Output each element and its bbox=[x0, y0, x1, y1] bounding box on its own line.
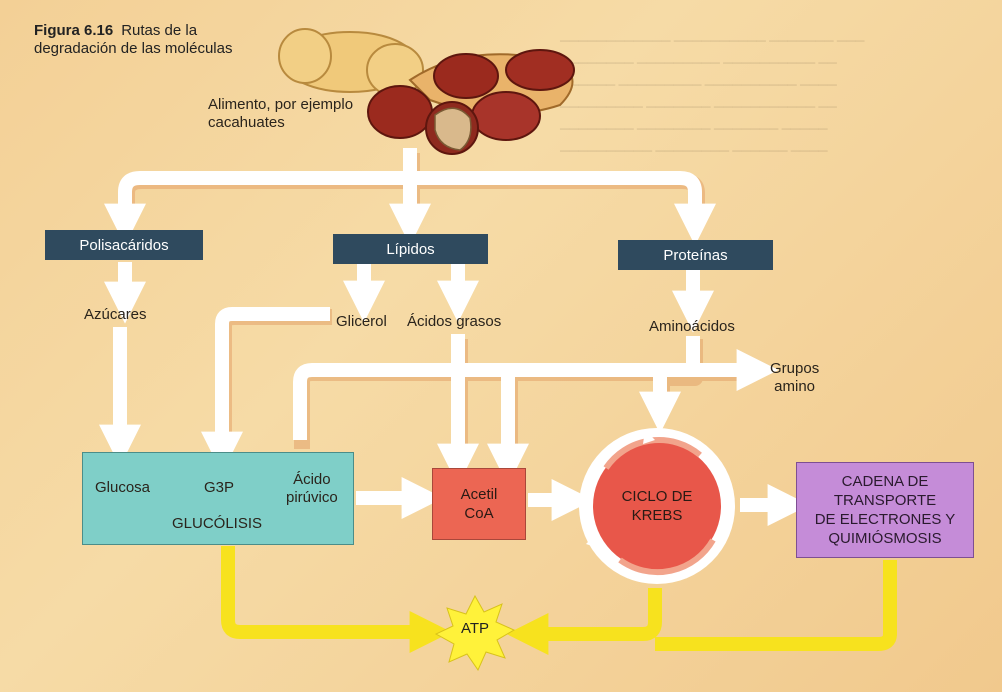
azucares-label: Azúcares bbox=[84, 306, 147, 323]
atp-label: ATP bbox=[460, 620, 490, 637]
polisacaridos-box: Polisacáridos bbox=[45, 230, 203, 260]
krebs-line1: CICLO DE bbox=[621, 488, 693, 505]
cadena-line3: DE ELECTRONES Y bbox=[814, 511, 956, 528]
piruvico-line1: Ácido bbox=[293, 471, 331, 488]
krebs-cycle-circle bbox=[579, 428, 735, 584]
proteinas-box: Proteínas bbox=[618, 240, 773, 270]
acido-piruvico-label: Ácido pirúvico bbox=[286, 471, 338, 507]
cadena-transporte-box: CADENA DE TRANSPORTE DE ELECTRONES Y QUI… bbox=[796, 462, 974, 558]
grupos-amino-line2: amino bbox=[774, 378, 816, 395]
glucolisis-label: GLUCÓLISIS bbox=[172, 515, 263, 532]
atp-star bbox=[434, 594, 516, 672]
figure-caption: Figura 6.16 Rutas de la degradación de la… bbox=[34, 22, 232, 58]
lipidos-box: Lípidos bbox=[333, 234, 488, 264]
glicerol-label: Glicerol bbox=[336, 313, 387, 330]
acidos-grasos-label: Ácidos grasos bbox=[407, 313, 502, 330]
grupos-amino-label: Grupos amino bbox=[770, 360, 819, 396]
peanut-illustration bbox=[278, 28, 575, 155]
cadena-line2: TRANSPORTE bbox=[833, 492, 937, 509]
krebs-label: CICLO DE KREBS bbox=[598, 487, 716, 525]
figure-title-line1: Rutas de la bbox=[121, 22, 198, 39]
grupos-amino-line1: Grupos bbox=[770, 360, 820, 377]
acetil-line2: CoA bbox=[464, 505, 494, 522]
acetil-line1: Acetil bbox=[460, 486, 498, 503]
krebs-line2: KREBS bbox=[631, 507, 683, 524]
cadena-line4: QUIMIÓSMOSIS bbox=[828, 530, 942, 547]
figure-title-line2: degradación de las moléculas bbox=[34, 40, 233, 57]
food-label-line2: cacahuates bbox=[208, 114, 285, 131]
acetil-coa-box: Acetil CoA bbox=[432, 468, 526, 540]
aminoacidos-label: Aminoácidos bbox=[649, 318, 735, 335]
piruvico-line2: pirúvico bbox=[286, 489, 338, 506]
food-label: Alimento, por ejemplo cacahuates bbox=[208, 96, 353, 132]
glucosa-label: Glucosa bbox=[95, 479, 151, 496]
g3p-label: G3P bbox=[204, 479, 235, 496]
food-label-line1: Alimento, por ejemplo bbox=[208, 96, 354, 113]
background-text-texture: ──────────── ────────── ─────── ────────… bbox=[560, 33, 865, 158]
glycolysis-box bbox=[82, 452, 354, 545]
cadena-line1: CADENA DE bbox=[841, 473, 929, 490]
figure-number: Figura 6.16 bbox=[34, 22, 114, 39]
